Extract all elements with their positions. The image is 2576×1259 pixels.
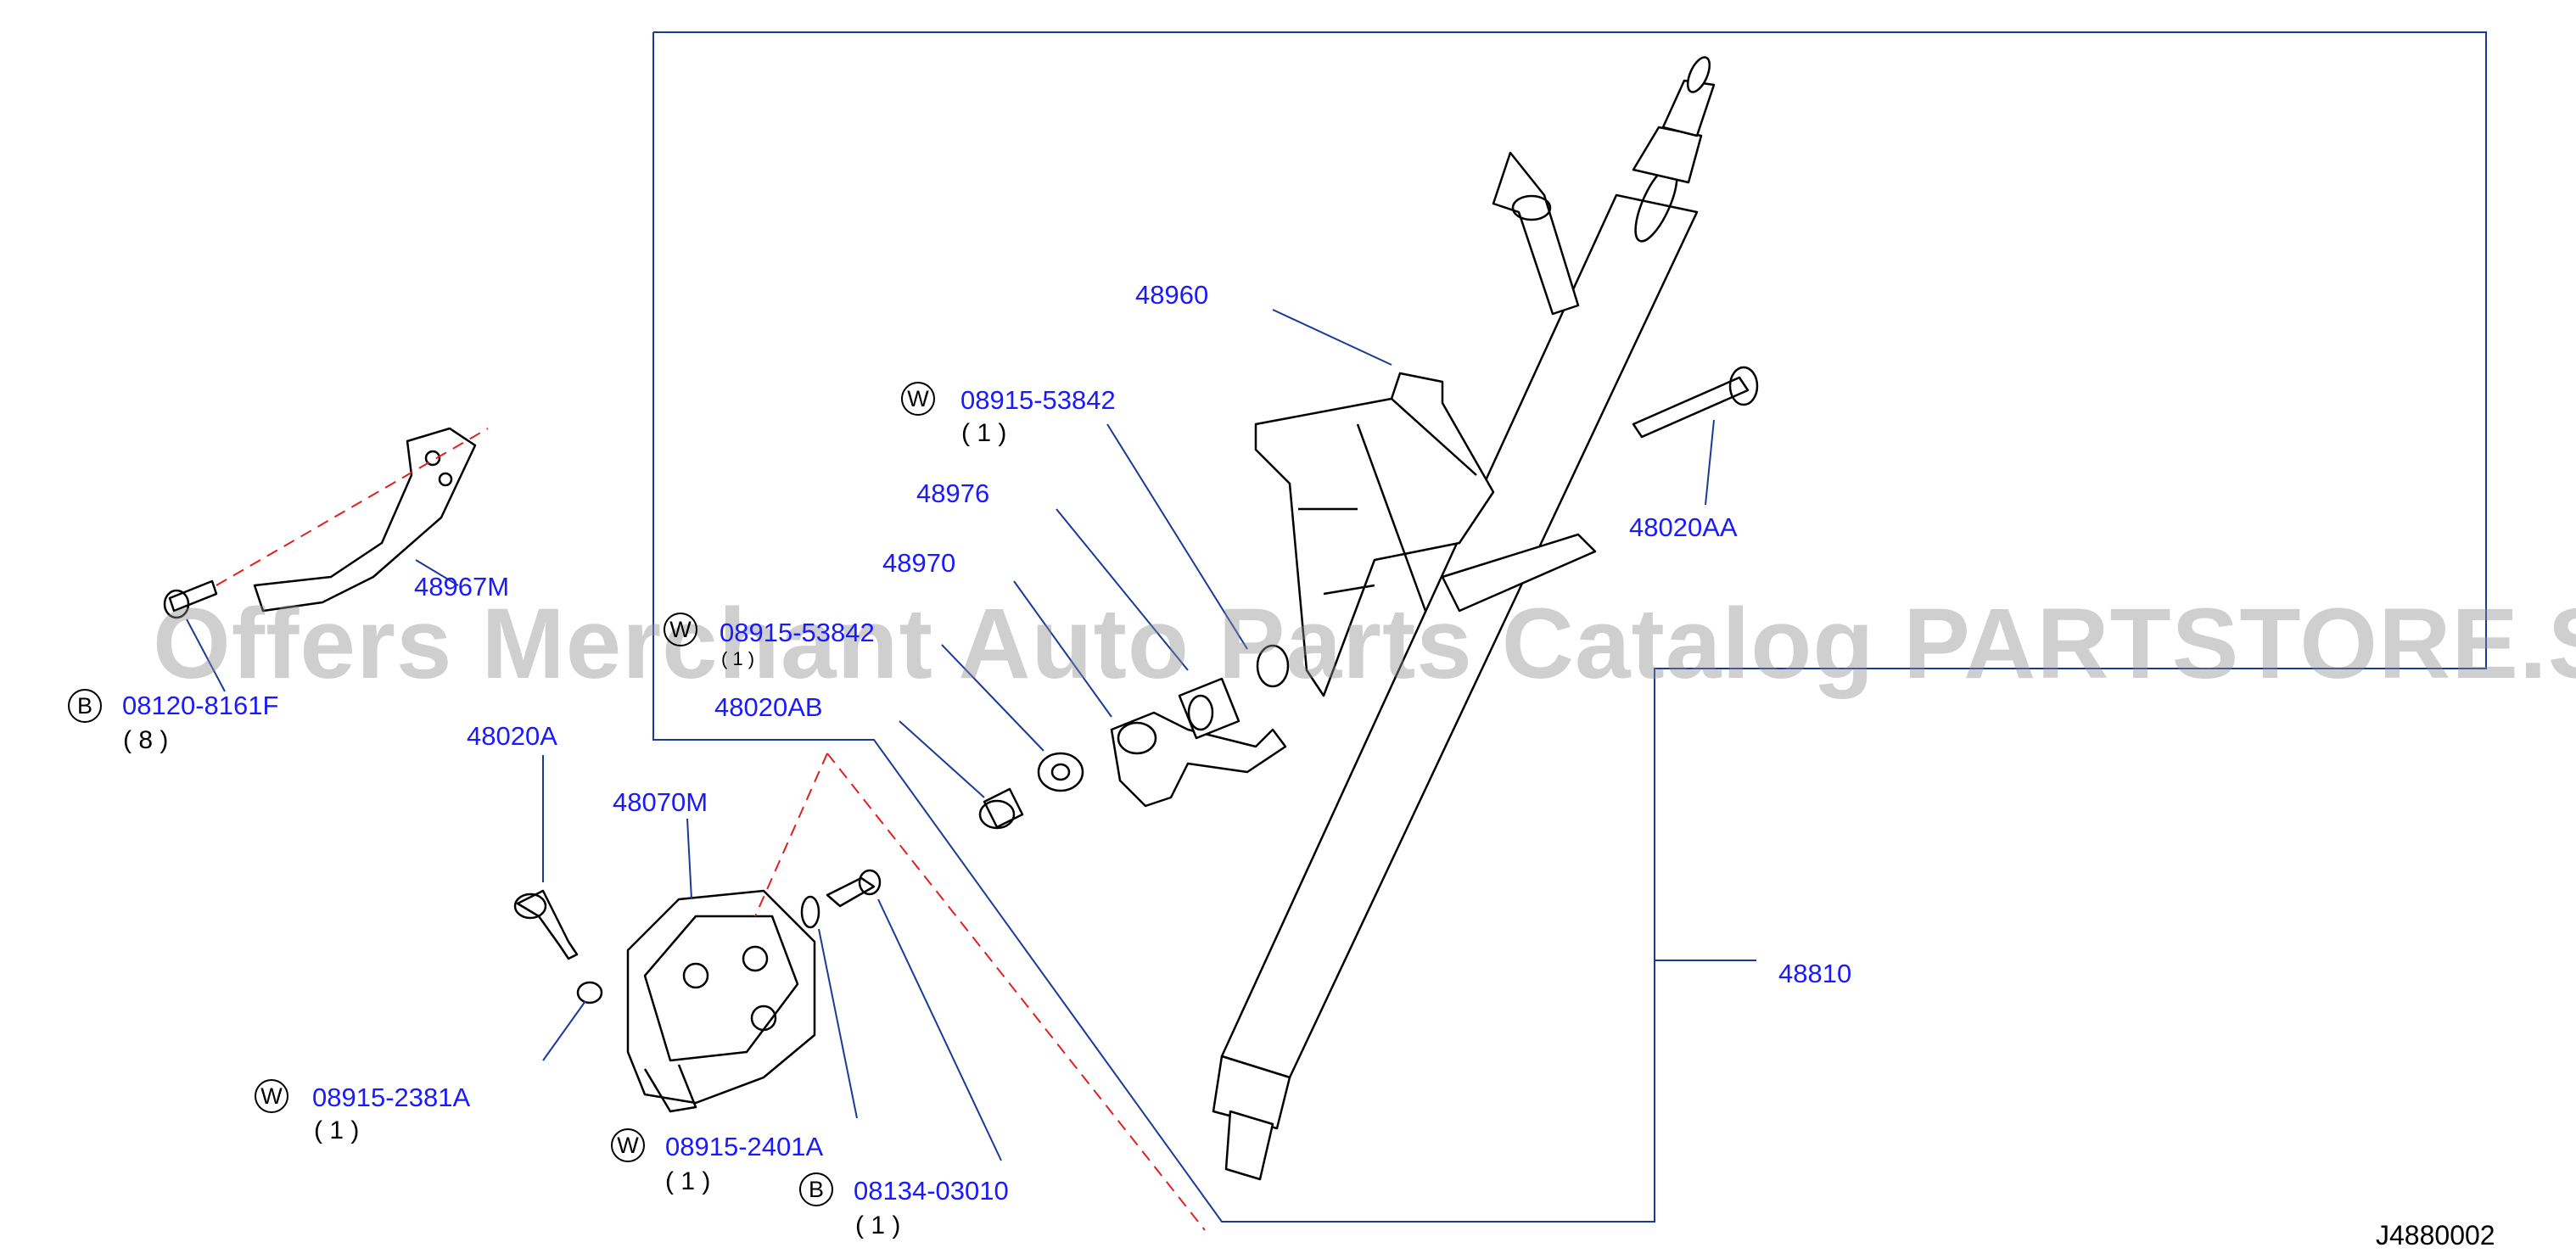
part-label-48970[interactable]: 48970 [882, 548, 956, 578]
part-label-48020A[interactable]: 48020A [467, 721, 557, 751]
qty-08134-03010: ( 1 ) [855, 1211, 901, 1239]
part-label-48976[interactable]: 48976 [916, 478, 990, 508]
washer-symbol-icon: W [901, 382, 935, 416]
part-label-48960[interactable]: 48960 [1135, 280, 1209, 310]
steering-column-drawing [163, 56, 1759, 1181]
washer-symbol-icon: W [611, 1128, 645, 1162]
part-label-08915-2401A[interactable]: 08915-2401A [665, 1132, 824, 1161]
qty-08915-2381A: ( 1 ) [314, 1116, 360, 1144]
part-label-48810[interactable]: 48810 [1778, 959, 1852, 988]
qty-08915-53842-a: ( 1 ) [961, 419, 1007, 447]
qty-08915-53842-b: ( 1 ) [721, 648, 755, 669]
part-label-08915-2381A[interactable]: 08915-2381A [312, 1083, 471, 1112]
washer-symbol-icon: W [255, 1079, 288, 1113]
part-label-08915-53842-b[interactable]: 08915-53842 [720, 618, 875, 647]
assembly-outline [652, 31, 2487, 1223]
part-label-08915-53842-a[interactable]: 08915-53842 [960, 385, 1116, 415]
alignment-dashed-lines [216, 428, 1206, 1231]
qty-08915-2401A: ( 1 ) [665, 1167, 711, 1195]
part-label-48020AA[interactable]: 48020AA [1629, 512, 1738, 542]
bolt-symbol-icon: B [799, 1172, 833, 1206]
part-label-08120-8161F[interactable]: 08120-8161F [122, 691, 279, 720]
part-label-48020AB[interactable]: 48020AB [714, 692, 823, 722]
qty-08120-8161F: ( 8 ) [123, 726, 169, 754]
bolt-symbol-icon: B [68, 689, 102, 723]
diagram-code: J4880002 [2376, 1220, 2495, 1251]
part-label-08134-03010[interactable]: 08134-03010 [854, 1176, 1009, 1206]
washer-symbol-icon: W [664, 613, 697, 646]
part-label-48070M[interactable]: 48070M [613, 787, 708, 817]
part-label-48967M[interactable]: 48967M [414, 572, 510, 602]
leader-lines [186, 309, 1756, 1161]
watermark: Offers Merchant Auto Parts Catalog PARTS… [153, 588, 2576, 700]
